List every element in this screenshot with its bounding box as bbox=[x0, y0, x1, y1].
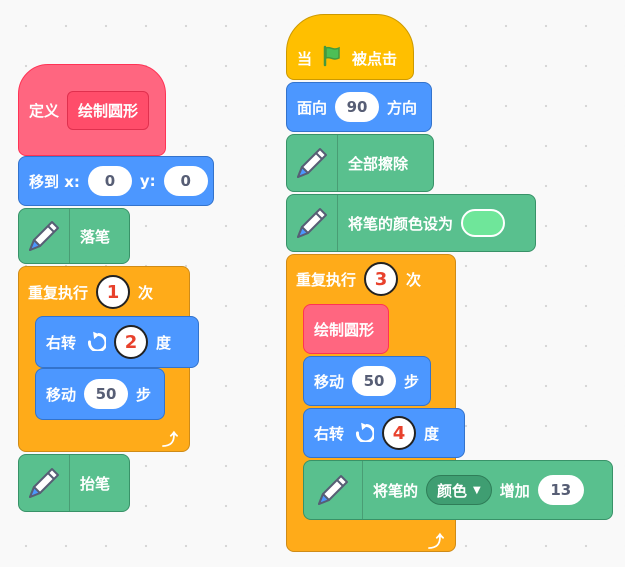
move-right-label: 移动 bbox=[314, 372, 345, 391]
pen-param-value: 颜色 bbox=[437, 481, 468, 500]
goto-y-input[interactable]: 0 bbox=[163, 166, 208, 196]
turn-left-label: 右转 bbox=[46, 333, 77, 352]
pen-param-dropdown[interactable]: 颜色 ▼ bbox=[426, 475, 492, 505]
move-left-suffix: 步 bbox=[136, 385, 152, 404]
turn-left-suffix: 度 bbox=[156, 333, 172, 352]
repeat-left-suffix: 次 bbox=[138, 283, 154, 302]
change-pen-label: 将笔的 bbox=[373, 481, 419, 500]
loop-arrow-icon: ⤴ bbox=[428, 532, 445, 551]
goto-x-input[interactable]: 0 bbox=[87, 166, 132, 196]
repeat-right-count-marker[interactable]: 3 bbox=[364, 262, 399, 296]
goto-label: 移到 x: bbox=[29, 172, 80, 191]
hat-clicked-label: 被点击 bbox=[352, 49, 398, 68]
call-label: 绘制圆形 bbox=[314, 320, 375, 339]
move-left-label: 移动 bbox=[46, 385, 77, 404]
pen-icon bbox=[19, 209, 70, 263]
pen-up-label: 抬笔 bbox=[80, 474, 111, 493]
repeat-right-label: 重复执行 bbox=[296, 270, 357, 289]
change-pen-block[interactable]: 将笔的 颜色 ▼ 增加 13 bbox=[303, 460, 613, 520]
green-flag-icon bbox=[320, 44, 344, 72]
turn-right-block-right[interactable]: 右转 4 度 bbox=[303, 408, 465, 458]
pen-down-block[interactable]: 落笔 bbox=[18, 208, 130, 264]
repeat-right-suffix: 次 bbox=[406, 270, 422, 289]
clear-block[interactable]: 全部擦除 bbox=[286, 134, 434, 192]
turn-right-label: 右转 bbox=[314, 424, 345, 443]
goto-y-label: y: bbox=[139, 172, 156, 190]
define-label: 定义 bbox=[29, 101, 60, 120]
change-pen-middle: 增加 bbox=[499, 481, 530, 500]
when-flag-clicked-block[interactable]: 当 被点击 bbox=[286, 14, 414, 80]
point-value-input[interactable]: 90 bbox=[335, 92, 380, 122]
repeat-right-header: 重复执行 3 次 bbox=[286, 254, 456, 304]
turn-right-icon bbox=[352, 420, 376, 446]
chevron-down-icon: ▼ bbox=[473, 484, 481, 496]
move-block-right[interactable]: 移动 50 步 bbox=[303, 356, 431, 406]
pen-up-block[interactable]: 抬笔 bbox=[18, 454, 130, 512]
pen-down-label: 落笔 bbox=[80, 227, 111, 246]
turn-right-icon bbox=[84, 329, 108, 355]
call-draw-circle-block[interactable]: 绘制圆形 bbox=[303, 304, 389, 354]
move-block-left[interactable]: 移动 50 步 bbox=[35, 368, 165, 420]
repeat-left-label: 重复执行 bbox=[28, 283, 89, 302]
move-right-suffix: 步 bbox=[404, 372, 420, 391]
goto-xy-block[interactable]: 移到 x: 0 y: 0 bbox=[18, 156, 214, 206]
pen-color-swatch[interactable] bbox=[461, 209, 506, 237]
pen-icon bbox=[304, 461, 363, 519]
hat-when-label: 当 bbox=[297, 49, 313, 68]
point-direction-block[interactable]: 面向 90 方向 bbox=[286, 82, 432, 132]
turn-right-angle-marker[interactable]: 4 bbox=[382, 416, 417, 450]
turn-right-block-left[interactable]: 右转 2 度 bbox=[35, 316, 199, 368]
pen-icon bbox=[287, 195, 338, 251]
loop-arrow-icon: ⤴ bbox=[162, 430, 179, 449]
change-pen-value-input[interactable]: 13 bbox=[537, 475, 584, 505]
pen-icon bbox=[19, 455, 70, 511]
repeat-left-header: 重复执行 1 次 bbox=[18, 266, 190, 318]
repeat-left-count-marker[interactable]: 1 bbox=[96, 275, 131, 309]
move-left-steps-input[interactable]: 50 bbox=[84, 379, 129, 409]
point-suffix: 方向 bbox=[387, 98, 418, 117]
turn-right-suffix: 度 bbox=[424, 424, 440, 443]
move-right-steps-input[interactable]: 50 bbox=[352, 366, 397, 396]
pen-icon bbox=[287, 135, 338, 191]
define-block[interactable]: 定义 绘制圆形 bbox=[18, 64, 166, 156]
set-color-label: 将笔的颜色设为 bbox=[348, 214, 454, 233]
set-pen-color-block[interactable]: 将笔的颜色设为 bbox=[286, 194, 536, 252]
clear-label: 全部擦除 bbox=[348, 154, 409, 173]
define-proc-name: 绘制圆形 bbox=[67, 90, 150, 130]
turn-left-angle-marker[interactable]: 2 bbox=[114, 325, 149, 359]
point-label: 面向 bbox=[297, 98, 328, 117]
